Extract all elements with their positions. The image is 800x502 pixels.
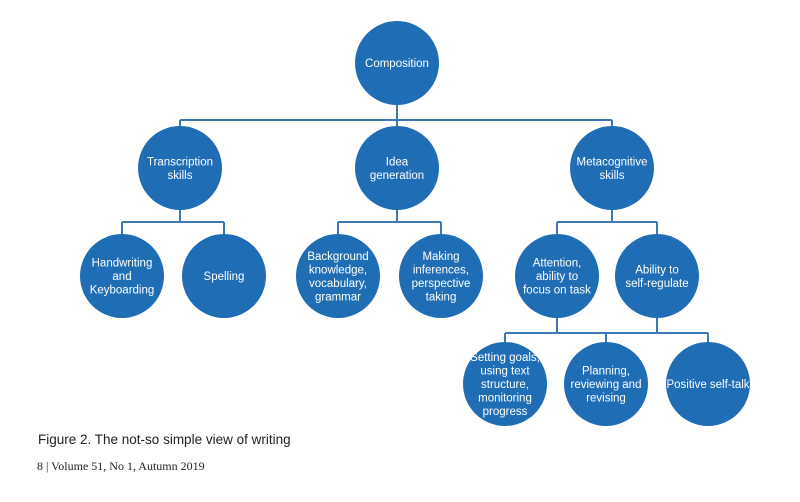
node-label: monitoring <box>478 393 532 405</box>
node-label: progress <box>483 406 528 418</box>
node-circle <box>615 234 699 318</box>
node-label: Metacognitive <box>577 156 648 168</box>
node-circle <box>515 234 599 318</box>
page-footer: 8 | Volume 51, No 1, Autumn 2019 <box>37 459 205 473</box>
node-label: Ability to <box>635 264 678 276</box>
node-label: vocabulary, <box>309 278 367 290</box>
node-label: Composition <box>365 58 429 70</box>
node-circle <box>296 234 380 318</box>
node-selfregulate: Ability to self-regulate <box>615 234 699 318</box>
node-label: Transcription <box>147 156 213 168</box>
node-idea: Idea generation <box>355 126 439 210</box>
node-circle <box>355 126 439 210</box>
node-circle <box>138 126 222 210</box>
node-label: Positive self-talk <box>666 379 749 391</box>
node-label: Attention, <box>533 258 582 270</box>
node-circle <box>463 342 547 426</box>
node-label: inferences, <box>413 264 469 276</box>
node-label: generation <box>370 170 424 182</box>
node-circle <box>80 234 164 318</box>
node-circle <box>399 234 483 318</box>
node-spelling: Spelling <box>182 234 266 318</box>
node-label: ability to <box>536 271 578 283</box>
node-selftalk: Positive self-talk <box>666 342 750 426</box>
node-label: self-regulate <box>625 278 688 290</box>
node-label: reviewing and <box>571 379 642 391</box>
node-label: Planning, <box>582 366 630 378</box>
node-label: Setting goals, <box>470 352 540 364</box>
node-composition: Composition <box>355 21 439 105</box>
node-label: Handwriting <box>92 258 153 270</box>
node-label: Spelling <box>204 271 245 283</box>
node-label: Background <box>307 251 368 263</box>
node-label: skills <box>600 170 625 182</box>
node-label: focus on task <box>523 285 591 297</box>
node-attention: Attention,ability to focus on task <box>515 234 599 318</box>
node-circle <box>570 126 654 210</box>
node-label: Keyboarding <box>90 285 155 297</box>
node-label: grammar <box>315 291 361 303</box>
node-label: revising <box>586 393 626 405</box>
node-label: taking <box>426 291 457 303</box>
node-circle <box>355 21 439 105</box>
node-label: using text <box>480 366 530 378</box>
node-label: perspective <box>412 278 471 290</box>
node-circle <box>182 234 266 318</box>
node-label: knowledge, <box>309 264 367 276</box>
node-circle <box>666 342 750 426</box>
figure-caption: Figure 2. The not-so simple view of writ… <box>38 432 291 447</box>
node-planning: Planning,reviewing and revising <box>564 342 648 426</box>
node-metacognitive: Metacognitive skills <box>570 126 654 210</box>
node-circle <box>564 342 648 426</box>
node-label: Making <box>422 251 459 263</box>
node-transcription: Transcription skills <box>138 126 222 210</box>
node-label: Idea <box>386 156 409 168</box>
node-label: and <box>112 271 131 283</box>
node-label: structure, <box>481 379 529 391</box>
node-label: skills <box>168 170 193 182</box>
